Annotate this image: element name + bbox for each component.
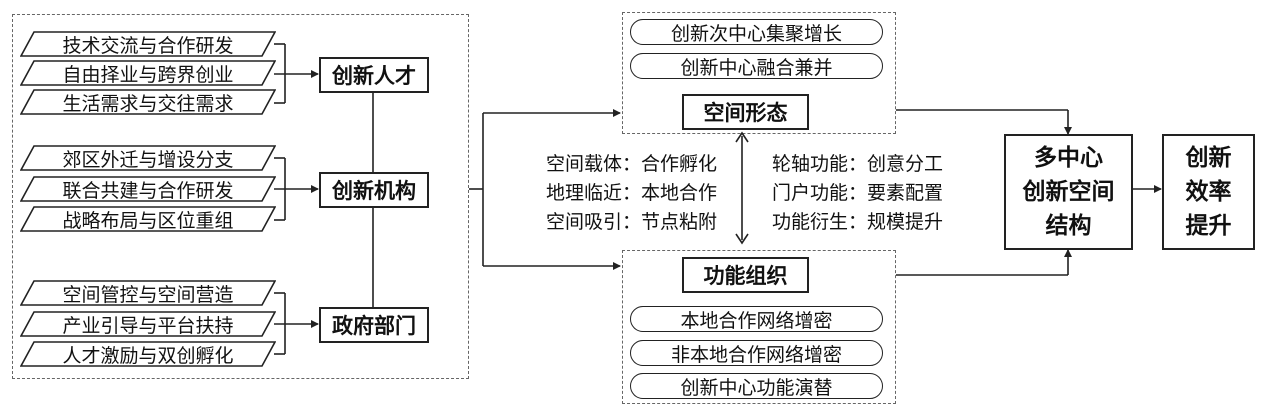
structure-box: 多中心 创新空间 结构 <box>1004 134 1133 250</box>
talent-item-1: 技术交流与合作研发 <box>20 31 276 57</box>
institution-box: 创新机构 <box>319 172 429 208</box>
spatial-pill-1-label: 创新次中心集聚增长 <box>670 22 842 45</box>
institution-title: 创新机构 <box>332 179 416 203</box>
parallelogram-shape <box>20 341 276 367</box>
talent-item-2: 自由择业与跨界创业 <box>20 60 276 86</box>
interaction-right-2: 门户功能：要素配置 <box>772 182 944 204</box>
interaction-left-3: 空间吸引：节点粘附 <box>546 211 718 233</box>
parallelogram-shape <box>20 176 276 202</box>
interaction-left-2: 地理临近：本地合作 <box>546 182 718 204</box>
function-pill-2-label: 非本地合作网络增密 <box>670 343 842 366</box>
spatial-form-box: 空间形态 <box>682 94 809 130</box>
government-item-3: 人才激励与双创孵化 <box>20 341 276 367</box>
spatial-form-group <box>622 12 896 134</box>
government-box: 政府部门 <box>319 307 429 343</box>
function-pill-1: 本地合作网络增密 <box>630 306 883 332</box>
function-pill-1-label: 本地合作网络增密 <box>680 309 833 332</box>
function-org-title: 功能组织 <box>703 264 788 288</box>
parallelogram-shape <box>20 280 276 306</box>
talent-item-3: 生活需求与交往需求 <box>20 89 276 115</box>
parallelogram-shape <box>20 311 276 337</box>
efficiency-box: 创新 效率 提升 <box>1162 134 1255 250</box>
talent-item-1-label: 技术交流与合作研发 <box>62 34 234 57</box>
government-item-2-label: 产业引导与平台扶持 <box>62 314 234 337</box>
efficiency-line-3: 提升 <box>1185 213 1232 239</box>
spatial-form-title: 空间形态 <box>703 101 788 125</box>
function-org-group <box>622 250 896 404</box>
parallelogram-shape <box>20 60 276 86</box>
parallelogram-shape <box>20 89 276 115</box>
government-item-1: 空间管控与空间营造 <box>20 280 276 306</box>
government-item-2: 产业引导与平台扶持 <box>20 311 276 337</box>
function-pill-3: 创新中心功能演替 <box>630 373 883 399</box>
structure-line-2: 创新空间 <box>1022 179 1115 205</box>
parallelogram-shape <box>20 206 276 232</box>
efficiency-line-2: 效率 <box>1185 179 1232 205</box>
interaction-left-1: 空间载体：合作孵化 <box>546 153 718 175</box>
spatial-pill-2-label: 创新中心融合兼并 <box>680 56 833 79</box>
institution-item-3: 战略布局与区位重组 <box>20 206 276 232</box>
talent-box: 创新人才 <box>319 57 429 93</box>
institution-item-1-label: 郊区外迁与增设分支 <box>62 148 234 171</box>
function-pill-2: 非本地合作网络增密 <box>630 340 883 366</box>
talent-item-3-label: 生活需求与交往需求 <box>62 92 234 115</box>
spatial-pill-1: 创新次中心集聚增长 <box>630 19 883 45</box>
structure-line-3: 结构 <box>1045 213 1092 239</box>
function-org-box: 功能组织 <box>682 257 809 293</box>
government-title: 政府部门 <box>332 314 416 338</box>
institution-item-2-label: 联合共建与合作研发 <box>62 179 234 202</box>
institution-item-3-label: 战略布局与区位重组 <box>62 209 234 232</box>
interaction-right-1: 轮轴功能：创意分工 <box>772 153 944 175</box>
institution-item-2: 联合共建与合作研发 <box>20 176 276 202</box>
talent-item-2-label: 自由择业与跨界创业 <box>62 63 234 86</box>
efficiency-line-1: 创新 <box>1185 145 1232 171</box>
actors-group <box>12 14 469 379</box>
institution-item-1: 郊区外迁与增设分支 <box>20 145 276 171</box>
parallelogram-shape <box>20 31 276 57</box>
parallelogram-shape <box>20 145 276 171</box>
government-item-1-label: 空间管控与空间营造 <box>62 283 234 306</box>
government-item-3-label: 人才激励与双创孵化 <box>62 344 234 367</box>
structure-line-1: 多中心 <box>1034 145 1103 171</box>
spatial-pill-2: 创新中心融合兼并 <box>630 53 883 79</box>
interaction-right-3: 功能衍生：规模提升 <box>772 211 944 233</box>
talent-title: 创新人才 <box>332 64 416 88</box>
function-pill-3-label: 创新中心功能演替 <box>680 376 833 399</box>
